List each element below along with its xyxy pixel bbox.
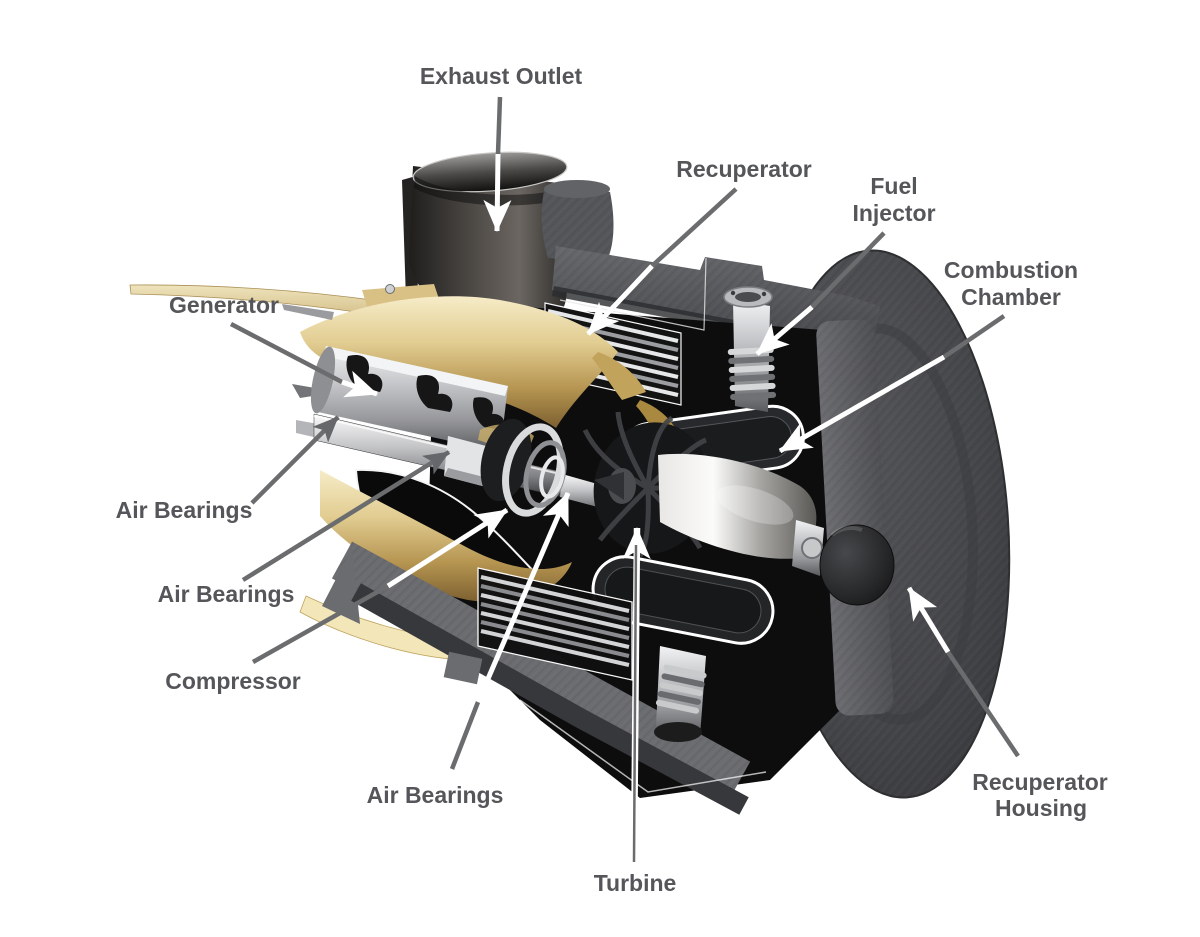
- leader-air-bearings-2: [241, 450, 451, 582]
- shaft-end-knob: [792, 520, 895, 606]
- leader-exhaust-outlet: [495, 96, 503, 155]
- label-exhaust-outlet: Exhaust Outlet: [420, 63, 583, 89]
- label-fuel-injector-line2: Injector: [852, 200, 935, 226]
- leader-recuperator: [650, 187, 738, 268]
- arrow-combustion-chamber: [778, 354, 946, 454]
- arrow-recuperator: [586, 264, 654, 336]
- leader-air-bearings-1: [250, 415, 340, 505]
- label-turbine: Turbine: [594, 870, 677, 896]
- recuperator-fins-bottom: [477, 567, 633, 681]
- label-fuel-injector-line1: Fuel: [870, 173, 917, 199]
- arrow-generator: [341, 370, 378, 398]
- leader-lines-gray: [229, 96, 1020, 770]
- label-combustion-chamber-line2: Chamber: [961, 284, 1061, 310]
- leader-generator: [229, 322, 344, 384]
- label-air-bearings-3: Air Bearings: [367, 782, 504, 808]
- combustion-chamber-liner: [658, 453, 817, 559]
- label-generator: Generator: [169, 292, 279, 318]
- label-recuperator-housing-line1: Recuperator: [972, 769, 1108, 795]
- fuel-injector-lower: [654, 646, 707, 742]
- label-recuperator-housing-line2: Housing: [995, 795, 1087, 821]
- leader-recuperator-housing: [946, 650, 1020, 758]
- turbine-line-core: [632, 544, 638, 863]
- leader-compressor: [251, 584, 390, 664]
- label-air-bearings-1: Air Bearings: [116, 497, 253, 523]
- arrow-fuel-injector: [755, 305, 814, 356]
- label-recuperator: Recuperator: [676, 156, 812, 182]
- arrow-compressor: [386, 507, 509, 589]
- generator-cooling-fin-upper: [300, 296, 618, 428]
- leader-air-bearings-3: [449, 701, 481, 770]
- label-combustion-chamber-line1: Combustion: [944, 257, 1078, 283]
- arrow-recuperator-housing: [906, 586, 951, 654]
- label-air-bearings-2: Air Bearings: [158, 581, 295, 607]
- label-compressor: Compressor: [165, 668, 301, 694]
- arrow-air-bearings-3: [475, 492, 571, 703]
- compressor-wheel: [478, 418, 567, 517]
- exhaust-outlet-pipe: [402, 151, 614, 320]
- leader-combustion-chamber: [942, 314, 1006, 359]
- arrow-exhaust-outlet: [483, 153, 512, 232]
- leader-fuel-injector: [810, 231, 886, 309]
